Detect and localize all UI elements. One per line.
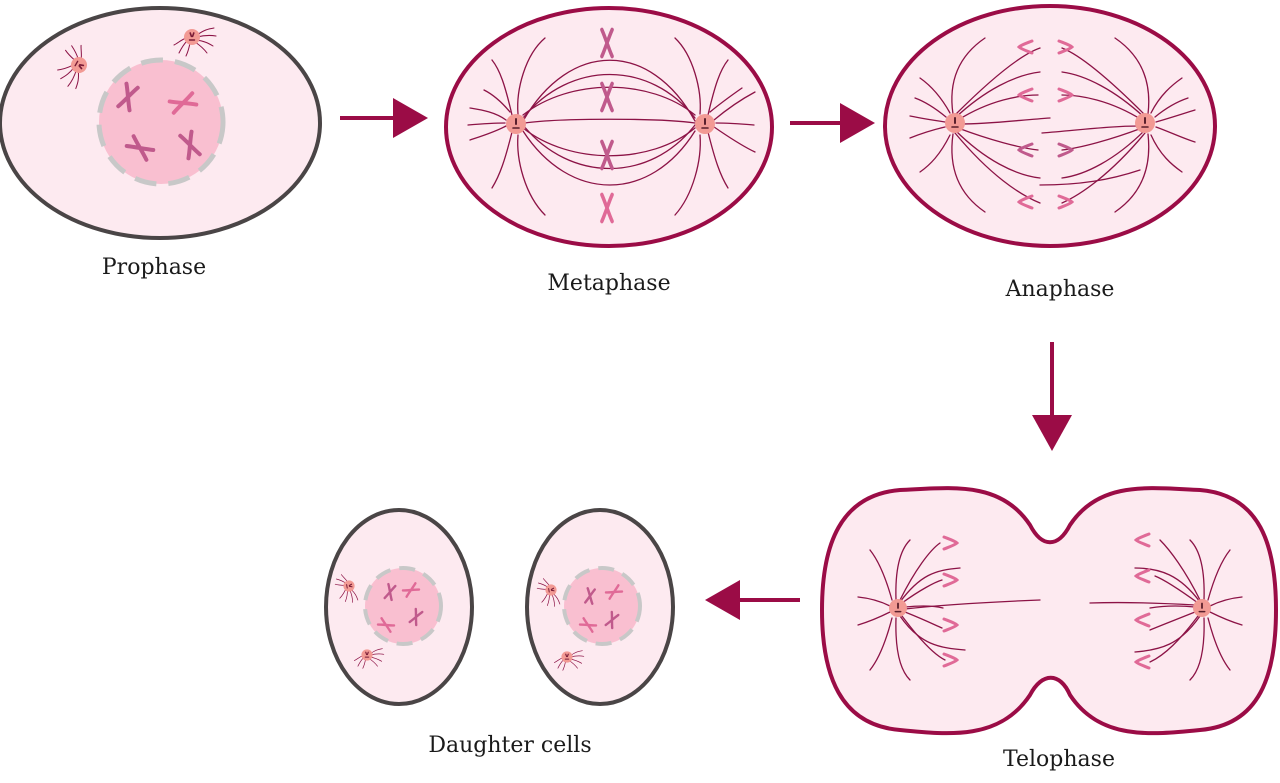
telophase-cell	[819, 486, 1279, 736]
centrosome-icon	[1192, 598, 1212, 618]
centrosome-icon	[505, 113, 527, 135]
spindle-fibers	[857, 539, 1243, 681]
daughter-cell-right	[525, 508, 675, 706]
cell-membrane	[819, 486, 1279, 736]
prophase-cell	[0, 6, 322, 240]
daughter-cells-label: Daughter cells	[428, 733, 591, 758]
centrosome-icon	[694, 113, 716, 135]
nucleus	[562, 566, 642, 646]
spindle-fibers	[467, 37, 756, 216]
cell-membrane	[883, 4, 1217, 248]
anaphase-label: Anaphase	[1005, 277, 1115, 302]
nucleus	[96, 57, 226, 187]
centrosome-icon	[1134, 112, 1156, 134]
prophase-label: Prophase	[102, 255, 206, 280]
anaphase-cell	[883, 4, 1217, 248]
flow-arrow-icon	[1032, 342, 1072, 451]
flow-arrow-icon	[790, 103, 875, 143]
metaphase-label: Metaphase	[547, 271, 670, 296]
spindle-fibers	[909, 37, 1196, 213]
centrosome-icon	[888, 598, 908, 618]
telophase-label: Telophase	[1003, 747, 1115, 772]
cell-membrane	[444, 6, 774, 248]
flow-arrow-icon	[340, 98, 428, 138]
nucleus	[363, 566, 443, 646]
centrosome-icon	[944, 112, 966, 134]
flow-arrow-icon	[705, 580, 800, 620]
metaphase-cell	[444, 6, 774, 248]
daughter-cell-left	[324, 508, 474, 706]
